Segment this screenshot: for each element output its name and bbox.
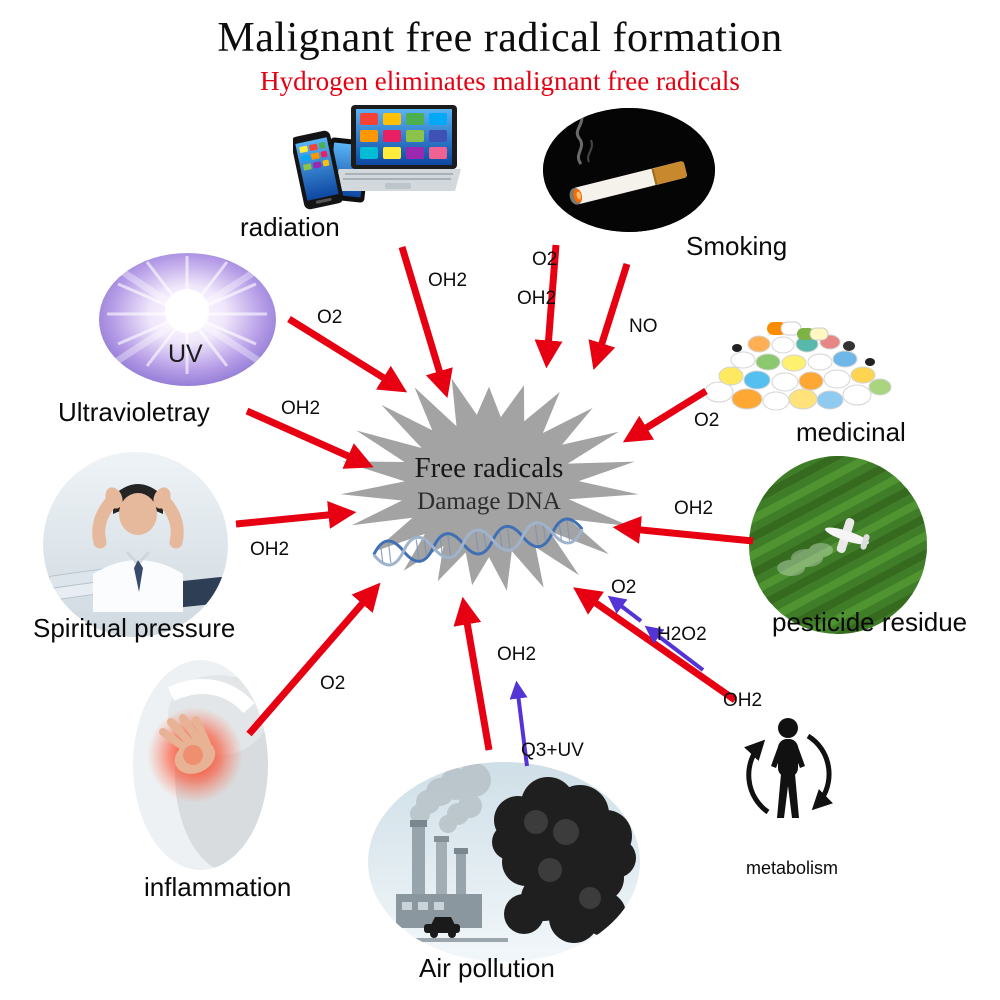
- radical-metabolism-oh2: OH2: [723, 690, 763, 711]
- smoking-label: Smoking: [686, 231, 788, 261]
- radiation-image: [293, 103, 465, 217]
- radical-air-oh2: OH2: [497, 644, 537, 665]
- inflammation-label: inflammation: [144, 872, 292, 902]
- radical-smoking-o2: O2: [532, 249, 558, 270]
- air-pollution-image: [368, 762, 640, 962]
- uv-badge: UV: [168, 340, 203, 368]
- radiation-label: radiation: [240, 212, 340, 242]
- radical-metabolism-o2: O2: [611, 577, 637, 598]
- radical-air-o3uv: Q3+UV: [521, 740, 584, 761]
- medicinal-image: [697, 282, 895, 422]
- radical-ultraviolet-oh2: OH2: [281, 398, 321, 419]
- radical-medicinal-o2: O2: [694, 410, 720, 431]
- radical-uv-o2: O2: [317, 307, 343, 328]
- inflammation-image: [133, 660, 268, 870]
- ultraviolet-label: Ultravioletray: [58, 397, 210, 427]
- radical-smoking-oh2: OH2: [517, 288, 557, 309]
- pesticide-label: pesticide residue: [772, 607, 968, 637]
- free-radicals-starburst: Free radicals Damage DNA: [333, 360, 645, 612]
- uv-image: [99, 253, 276, 386]
- air-pollution-label: Air pollution: [419, 953, 555, 983]
- page-title: Malignant free radical formation: [217, 15, 783, 61]
- pressure-image: [43, 452, 228, 637]
- radical-smoking-no: NO: [629, 316, 658, 337]
- arrow-air-pollution: [453, 596, 493, 751]
- radical-pesticide-oh2: OH2: [674, 498, 714, 519]
- page-subtitle: Hydrogen eliminates malignant free radic…: [260, 66, 740, 96]
- radical-pressure-oh2: OH2: [250, 539, 290, 560]
- medicinal-label: medicinal: [796, 417, 906, 447]
- radical-radiation-oh2: OH2: [428, 270, 468, 291]
- radical-metabolism-h2o2: H2O2: [657, 624, 707, 645]
- smoking-image: [543, 108, 715, 232]
- arrow-pressure: [235, 500, 357, 529]
- radical-inflammation-o2: O2: [320, 673, 346, 694]
- metabolism-image: [738, 712, 838, 837]
- arrow-smoking-no: [588, 262, 631, 371]
- starburst-shape: [340, 378, 639, 591]
- metabolism-label: metabolism: [746, 858, 839, 878]
- pressure-label: Spiritual pressure: [33, 613, 236, 643]
